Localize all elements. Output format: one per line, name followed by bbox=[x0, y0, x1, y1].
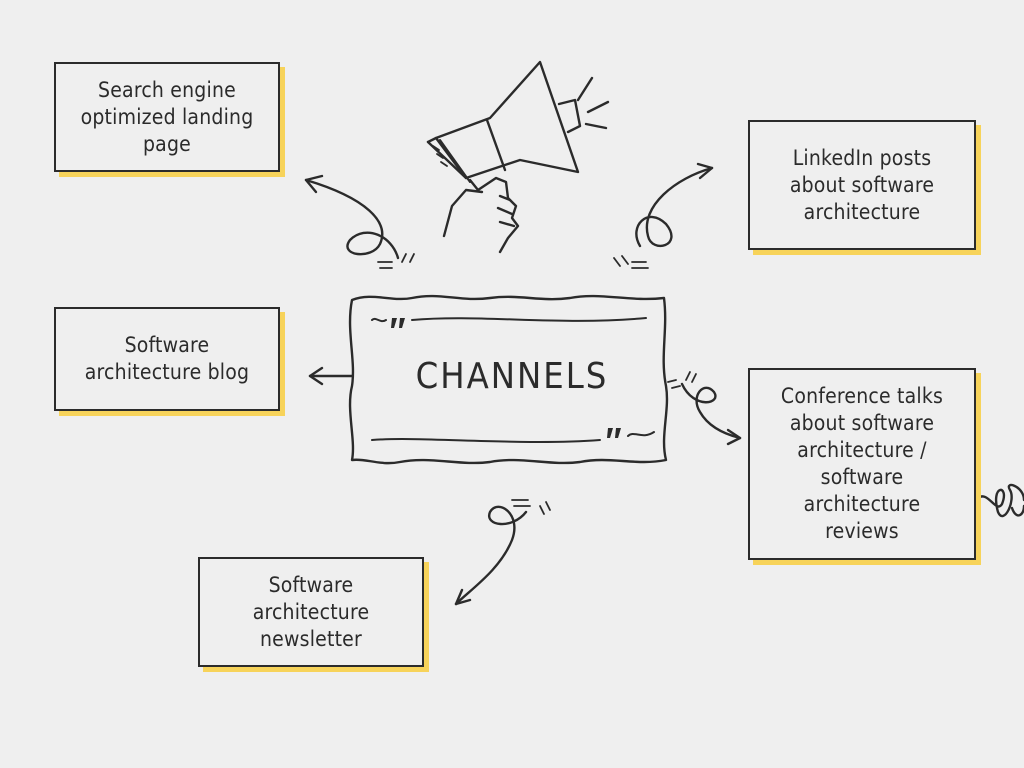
arrow-to-conference bbox=[667, 371, 742, 446]
arrow-to-linkedin bbox=[613, 162, 714, 269]
megaphone-icon bbox=[426, 60, 610, 254]
arrow-to-seo bbox=[304, 174, 415, 269]
channel-label-seo: Search engine optimized landing page bbox=[80, 77, 254, 156]
channel-box-seo-landing-page: Search engine optimized landing page bbox=[54, 62, 280, 172]
spring-doodle-icon bbox=[976, 483, 1024, 518]
arrow-to-newsletter bbox=[454, 499, 551, 606]
channels-title: CHANNELS bbox=[370, 348, 654, 404]
channel-box-blog: Software architecture blog bbox=[54, 307, 280, 411]
channel-box-linkedin-posts: LinkedIn posts about software architectu… bbox=[748, 120, 976, 250]
quote-mark-icon bbox=[391, 318, 621, 438]
channel-box-conference-talks: Conference talks about software architec… bbox=[748, 368, 976, 560]
channel-label-conference: Conference talks about software architec… bbox=[780, 384, 944, 543]
channel-label-linkedin: LinkedIn posts about software architectu… bbox=[789, 145, 935, 224]
channel-label-newsletter: Software architecture newsletter bbox=[252, 572, 370, 651]
arrow-to-blog bbox=[308, 366, 354, 386]
channels-title-text: CHANNELS bbox=[415, 355, 609, 397]
channel-box-newsletter: Software architecture newsletter bbox=[198, 557, 424, 667]
channel-label-blog: Software architecture blog bbox=[84, 333, 250, 384]
channels-frame bbox=[348, 294, 669, 465]
